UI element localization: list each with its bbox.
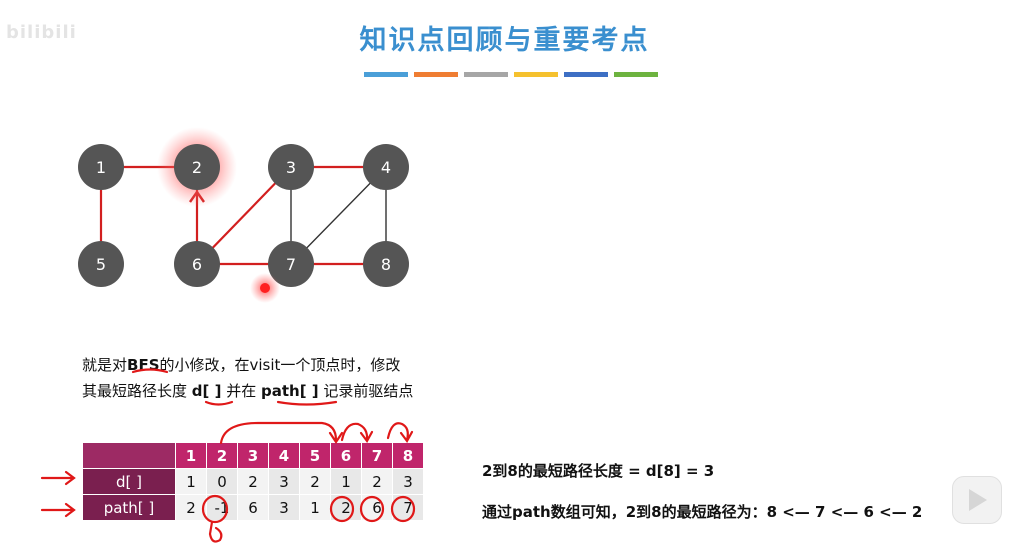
graph-node-7: 7 — [268, 241, 314, 287]
play-button[interactable] — [952, 476, 1002, 524]
table-row-path: path[ ] 2 -1 6 3 1 2 6 7 — [82, 494, 424, 521]
table-cell: 2 — [299, 468, 331, 495]
color-bar-segment — [564, 72, 608, 77]
result-path: 通过path数组可知，2到8的最短路径为：8 <— 7 <— 6 <— 2 — [482, 503, 923, 521]
description: 就是对BFS的小修改，在visit一个顶点时，修改 其最短路径长度 d[ ] 并… — [82, 352, 413, 404]
watermark: bilibili — [6, 22, 77, 43]
column-header: 2 — [206, 442, 238, 469]
table-corner — [82, 442, 176, 469]
column-header: 4 — [268, 442, 300, 469]
page-title: 知识点回顾与重要考点 — [359, 25, 650, 56]
column-header: 5 — [299, 442, 331, 469]
table-cell: 3 — [392, 468, 424, 495]
table-cell: 1 — [299, 494, 331, 521]
node-circle — [78, 144, 124, 190]
node-label: 5 — [96, 255, 106, 274]
result-length: 2到8的最短路径长度 = d[8] = 3 — [482, 462, 715, 480]
table-cell: 1 — [175, 468, 207, 495]
table-cell: 7 — [392, 494, 424, 521]
desc-d-array: d[ ] — [191, 382, 222, 400]
table-cell: 6 — [237, 494, 269, 521]
table-cell: 0 — [206, 468, 238, 495]
row-label: path[ ] — [82, 494, 176, 521]
table-cell: 2 — [237, 468, 269, 495]
table-row-d: d[ ] 1 0 2 3 2 1 2 3 — [82, 468, 424, 495]
table-header-row: 1 2 3 4 5 6 7 8 — [82, 442, 424, 469]
color-bar-segment — [614, 72, 658, 77]
desc-text: 记录前驱结点 — [318, 382, 414, 400]
color-bar-segment — [364, 72, 408, 77]
table-cell: 3 — [268, 494, 300, 521]
node-label: 7 — [286, 255, 296, 274]
table-cell: 2 — [361, 468, 393, 495]
column-header: 1 — [175, 442, 207, 469]
node-circle — [174, 144, 220, 190]
node-circle — [78, 241, 124, 287]
table-cell: 2 — [175, 494, 207, 521]
table-cell: 2 — [330, 494, 362, 521]
desc-text: 的小修改，在visit一个顶点时，修改 — [159, 356, 401, 374]
node-circle — [363, 144, 409, 190]
table-cell: -1 — [206, 494, 238, 521]
desc-text: 就是对 — [82, 356, 128, 374]
column-header: 3 — [237, 442, 269, 469]
graph-node-8: 8 — [363, 241, 409, 287]
graph-node-4: 4 — [363, 144, 409, 190]
graph-node-2: 2 — [174, 144, 220, 190]
column-header: 7 — [361, 442, 393, 469]
graph-node-6: 6 — [174, 241, 220, 287]
node-circle — [268, 144, 314, 190]
graph-node-1: 1 — [78, 144, 124, 190]
graph-node-5: 5 — [78, 241, 124, 287]
desc-bfs: BFS — [127, 356, 160, 374]
node-label: 6 — [192, 255, 202, 274]
table-cell: 6 — [361, 494, 393, 521]
color-bar-segment — [414, 72, 458, 77]
node-label: 2 — [192, 158, 202, 177]
node-label: 3 — [286, 158, 296, 177]
desc-text: 并在 — [221, 382, 261, 400]
column-header: 8 — [392, 442, 424, 469]
desc-text: 其最短路径长度 — [82, 382, 192, 400]
table-cell: 1 — [330, 468, 362, 495]
color-bar-segment — [514, 72, 558, 77]
node-label: 1 — [96, 158, 106, 177]
node-label: 8 — [381, 255, 391, 274]
node-label: 4 — [381, 158, 391, 177]
node-circle — [174, 241, 220, 287]
node-circle — [363, 241, 409, 287]
graph-node-3: 3 — [268, 144, 314, 190]
bfs-table: 1 2 3 4 5 6 7 8 d[ ] 1 0 2 3 2 1 2 3 pat… — [82, 442, 424, 521]
table-cell: 3 — [268, 468, 300, 495]
desc-path-array: path[ ] — [261, 382, 319, 400]
play-icon — [969, 489, 987, 511]
color-bar-segment — [464, 72, 508, 77]
row-label: d[ ] — [82, 468, 176, 495]
column-header: 6 — [330, 442, 362, 469]
